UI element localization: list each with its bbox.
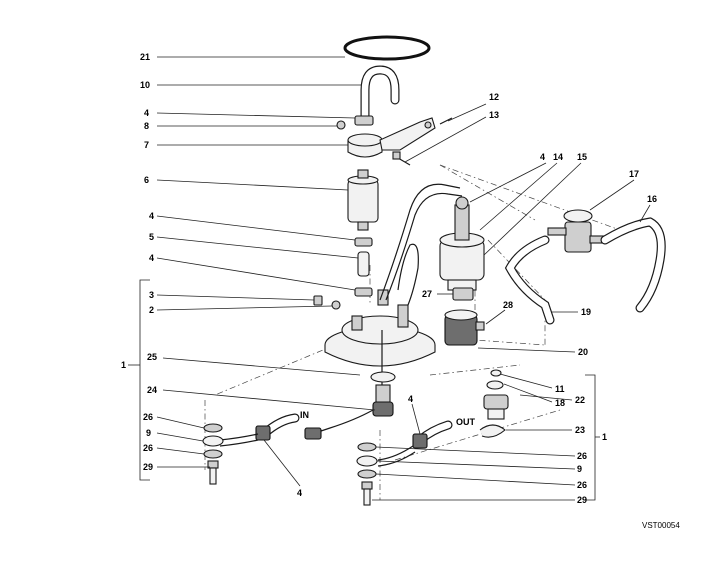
- callout-9b: 9: [577, 464, 582, 474]
- callout-4d: 4: [297, 488, 302, 498]
- banjo-union-part: [202, 435, 224, 447]
- callout-9a: 9: [146, 428, 151, 438]
- callout-26a: 26: [143, 412, 153, 422]
- callout-3: 3: [149, 290, 154, 300]
- callout-labels: 21 10 4 8 7 6 4 5 4 3 2 25 24 26 9 26 29…: [121, 52, 680, 530]
- screw-part: [392, 117, 453, 166]
- inlet-hose-part: [219, 413, 300, 447]
- callout-4a: 4: [144, 108, 149, 118]
- callout-26b: 26: [143, 443, 153, 453]
- callout-2: 2: [149, 305, 154, 315]
- banjo-bolt-part: [207, 460, 219, 485]
- washer-part: [357, 469, 377, 479]
- callout-4e: 4: [540, 152, 545, 162]
- callout-25: 25: [147, 352, 157, 362]
- callout-15: 15: [577, 152, 587, 162]
- level-sender-part: [304, 371, 396, 440]
- pressure-regulator-part: [547, 209, 605, 253]
- callout-21: 21: [140, 52, 150, 62]
- return-hose-part: [600, 217, 666, 313]
- nut-part: [336, 120, 346, 130]
- callout-28: 28: [503, 300, 513, 310]
- callout-26c: 26: [577, 451, 587, 461]
- callout-24: 24: [147, 385, 157, 395]
- pump-wiring-part: [385, 192, 463, 301]
- callout-29b: 29: [577, 495, 587, 505]
- callout-4c: 4: [149, 253, 154, 263]
- filter-bracket-part: [347, 117, 436, 158]
- circlip-part: [479, 424, 506, 438]
- fuel-filter-part: [347, 169, 379, 231]
- callout-6: 6: [144, 175, 149, 185]
- callout-26d: 26: [577, 480, 587, 490]
- u-hose-part: [360, 65, 400, 125]
- group-label-right: 1: [602, 432, 607, 442]
- o-ring-part: [343, 35, 431, 61]
- fuel-hose-part: [504, 235, 555, 325]
- callout-22: 22: [575, 395, 585, 405]
- callout-23: 23: [575, 425, 585, 435]
- callout-11: 11: [555, 384, 565, 394]
- group-brackets: [128, 279, 600, 501]
- callout-13: 13: [489, 110, 499, 120]
- hose-clamp-part: [354, 237, 373, 247]
- callout-27: 27: [422, 289, 432, 299]
- callout-29a: 29: [143, 462, 153, 472]
- callout-18: 18: [555, 398, 565, 408]
- callout-17: 17: [629, 169, 639, 179]
- washer-part: [331, 300, 341, 310]
- washer-part: [203, 449, 223, 459]
- callout-5: 5: [149, 232, 154, 242]
- callout-4b: 4: [149, 211, 154, 221]
- outlet-flow-label: OUT: [456, 417, 476, 427]
- inlet-flow-label: IN: [300, 410, 309, 420]
- outlet-hose-part: [377, 420, 453, 467]
- pump-wiring-part: [379, 183, 461, 301]
- callout-7: 7: [144, 140, 149, 150]
- hose-clamp-part: [354, 287, 373, 297]
- pump-strainer-part: [444, 309, 485, 346]
- pump-wiring-part: [397, 243, 419, 306]
- callout-16: 16: [647, 194, 657, 204]
- clip-part: [452, 287, 474, 301]
- callout-8: 8: [144, 121, 149, 131]
- callout-12: 12: [489, 92, 499, 102]
- washer-part: [357, 442, 377, 452]
- callout-19: 19: [581, 307, 591, 317]
- hose-clamp-part: [354, 115, 374, 126]
- banjo-bolt-part: [361, 481, 373, 506]
- callout-14: 14: [553, 152, 563, 162]
- group-label-left: 1: [121, 360, 126, 370]
- pump-flange-part: [324, 289, 436, 410]
- washer-part: [203, 423, 223, 433]
- callout-4f: 4: [408, 394, 413, 404]
- callout-20: 20: [578, 347, 588, 357]
- leader-lines: [156, 56, 651, 501]
- check-valve-part: [483, 369, 509, 420]
- banjo-union-part: [356, 455, 378, 467]
- callout-10: 10: [140, 80, 150, 90]
- drawing-reference-code: VST00054: [642, 521, 680, 530]
- fuel-pump-part: [439, 196, 485, 291]
- short-hose-part: [357, 251, 370, 277]
- screw-part: [313, 295, 323, 306]
